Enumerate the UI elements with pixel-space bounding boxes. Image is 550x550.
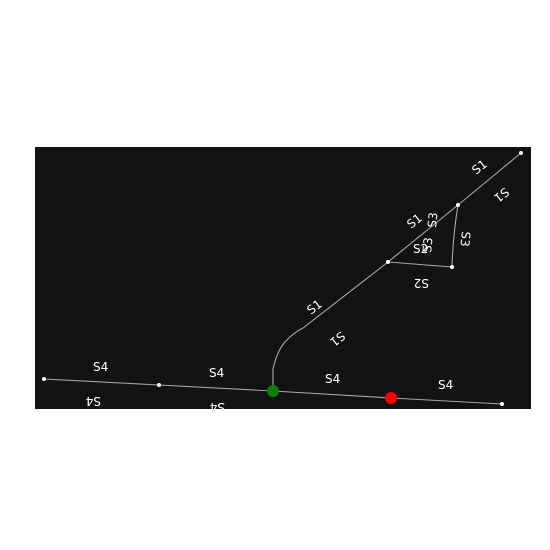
- end-marker[interactable]: [385, 392, 397, 404]
- road-s3[interactable]: [451, 204, 459, 268]
- street-label-s4: S4: [86, 394, 101, 408]
- nodes: [42, 151, 523, 406]
- map-panel: S4 S4 S4 S4 S4 S4 S1 S1 S1 S1 S1 S2 S2 S…: [35, 147, 531, 409]
- street-label-s3: S3: [425, 212, 441, 229]
- street-labels: S4 S4 S4 S4 S4 S4 S1 S1 S1 S1 S1 S2 S2 S…: [86, 157, 512, 409]
- street-map[interactable]: S4 S4 S4 S4 S4 S4 S1 S1 S1 S1 S1 S2 S2 S…: [35, 147, 531, 409]
- street-label-s1: S1: [304, 297, 325, 317]
- road-s2[interactable]: [387, 261, 453, 268]
- node[interactable]: [386, 260, 390, 264]
- street-label-s4: S4: [325, 372, 340, 386]
- street-label-s1: S1: [404, 211, 425, 231]
- node[interactable]: [500, 402, 504, 406]
- node[interactable]: [456, 203, 460, 207]
- street-label-s1: S1: [491, 185, 512, 205]
- roads: [43, 152, 522, 405]
- street-label-s4: S4: [438, 378, 453, 392]
- street-label-s2: S2: [414, 276, 429, 290]
- node[interactable]: [450, 265, 454, 269]
- street-label-s1: S1: [469, 157, 490, 177]
- street-label-s2: S2: [413, 242, 428, 256]
- node[interactable]: [42, 377, 46, 381]
- street-label-s4: S4: [93, 360, 108, 374]
- street-label-s1: S1: [327, 329, 348, 349]
- street-label-s3: S3: [457, 231, 473, 248]
- street-label-s4: S4: [209, 366, 224, 380]
- street-label-s3: S3: [420, 237, 436, 254]
- node[interactable]: [519, 151, 523, 155]
- street-label-s4: S4: [210, 400, 225, 409]
- start-marker[interactable]: [267, 385, 279, 397]
- node[interactable]: [157, 383, 161, 387]
- road-s1[interactable]: [272, 152, 522, 391]
